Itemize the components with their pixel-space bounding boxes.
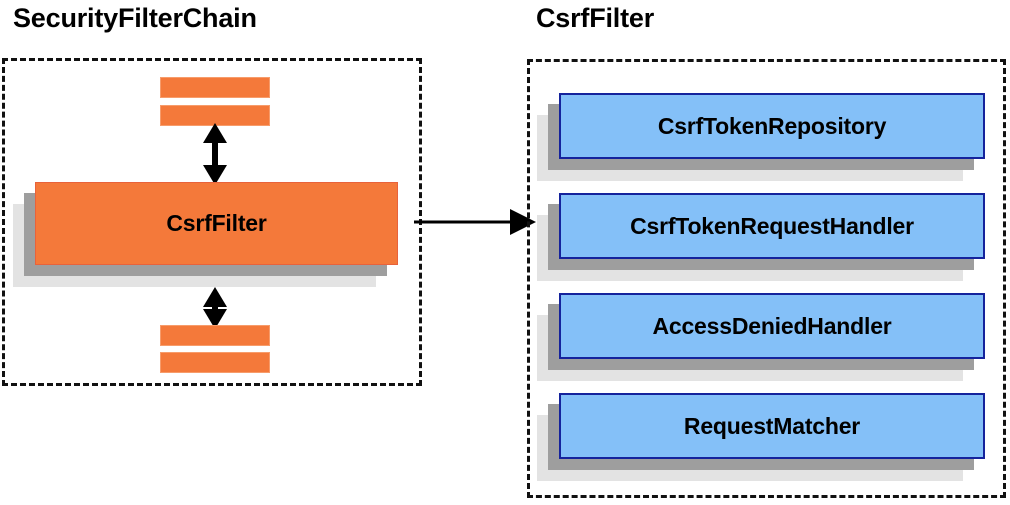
card-face: CsrfTokenRequestHandler <box>559 193 985 259</box>
filter-bar-top-1 <box>160 77 270 98</box>
csrf-filter-card: CsrfFilter <box>13 182 398 287</box>
card-face: CsrfFilter <box>35 182 398 265</box>
card-face: CsrfTokenRepository <box>559 93 985 159</box>
collaborator-card-label: CsrfTokenRepository <box>657 112 887 139</box>
bidirectional-arrow-icon-bottom <box>203 287 227 329</box>
filter-bar-bottom-2 <box>160 352 270 373</box>
page-title-security-filter-chain: SecurityFilterChain <box>13 3 257 33</box>
card-face: RequestMatcher <box>559 393 985 459</box>
csrf-filter-card-label: CsrfFilter <box>166 210 267 236</box>
collaborator-card-label: CsrfTokenRequestHandler <box>630 212 914 239</box>
collaborator-card-label: RequestMatcher <box>683 412 861 439</box>
collaborator-card-access-denied-handler: AccessDeniedHandler <box>537 293 985 381</box>
bidirectional-arrow-icon-top <box>203 123 227 185</box>
page-title-csrf-filter: CsrfFilter <box>536 3 655 33</box>
filter-bar-bottom-1 <box>160 325 270 346</box>
collaborator-card-label: AccessDeniedHandler <box>652 312 892 339</box>
csrf-filter-detail-panel <box>527 59 1006 498</box>
collaborator-card-csrf-token-repository: CsrfTokenRepository <box>537 93 985 181</box>
collaborator-card-csrf-token-request-handler: CsrfTokenRequestHandler <box>537 193 985 281</box>
connector-arrow-icon <box>414 209 536 235</box>
collaborator-card-request-matcher: RequestMatcher <box>537 393 985 481</box>
card-face: AccessDeniedHandler <box>559 293 985 359</box>
